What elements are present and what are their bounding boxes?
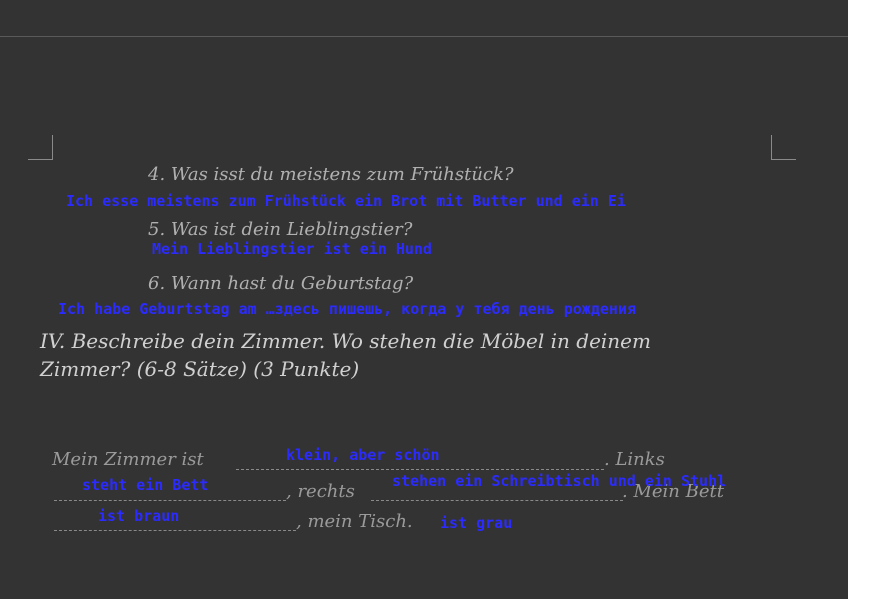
blank-4	[54, 530, 296, 531]
fill-1[interactable]: klein, aber schön	[286, 446, 440, 464]
answer-5[interactable]: Mein Lieblingstier ist ein Hund	[152, 240, 432, 258]
question-5: 5. Was ist dein Lieblingstier?	[148, 219, 413, 240]
fill-3[interactable]: stehen ein Schreibtisch und ein Stuhl	[392, 472, 727, 490]
para-mein-bett: . Mein Bett	[622, 481, 724, 502]
fill-4[interactable]: ist braun	[98, 507, 180, 525]
question-6: 6. Wann hast du Geburtstag?	[148, 273, 414, 294]
para-mein-tisch: , mein Tisch.	[296, 511, 413, 532]
fill-2[interactable]: steht ein Bett	[82, 476, 209, 494]
document-page: 4. Was isst du meistens zum Frühstück? I…	[0, 0, 848, 599]
task-heading-line2: Zimmer? (6-8 Sätze) (3 Punkte)	[40, 357, 360, 381]
task-heading-line1: IV. Beschreibe dein Zimmer. Wo stehen di…	[40, 329, 651, 353]
top-bar	[0, 0, 848, 37]
blank-3	[371, 500, 623, 501]
page-corner-mark-left	[28, 135, 53, 160]
page-corner-mark-right	[771, 135, 796, 160]
answer-4[interactable]: Ich esse meistens zum Frühstück ein Brot…	[66, 192, 626, 210]
blank-1	[236, 469, 604, 470]
para-links: . Links	[604, 449, 665, 470]
blank-2	[54, 500, 286, 501]
para-start: Mein Zimmer ist	[52, 449, 204, 470]
fill-5[interactable]: ist grau	[440, 514, 513, 532]
question-4: 4. Was isst du meistens zum Frühstück?	[148, 164, 514, 185]
answer-6[interactable]: Ich habe Geburtstag am …здесь пишешь, ко…	[58, 300, 636, 318]
para-rechts: , rechts	[286, 481, 355, 502]
